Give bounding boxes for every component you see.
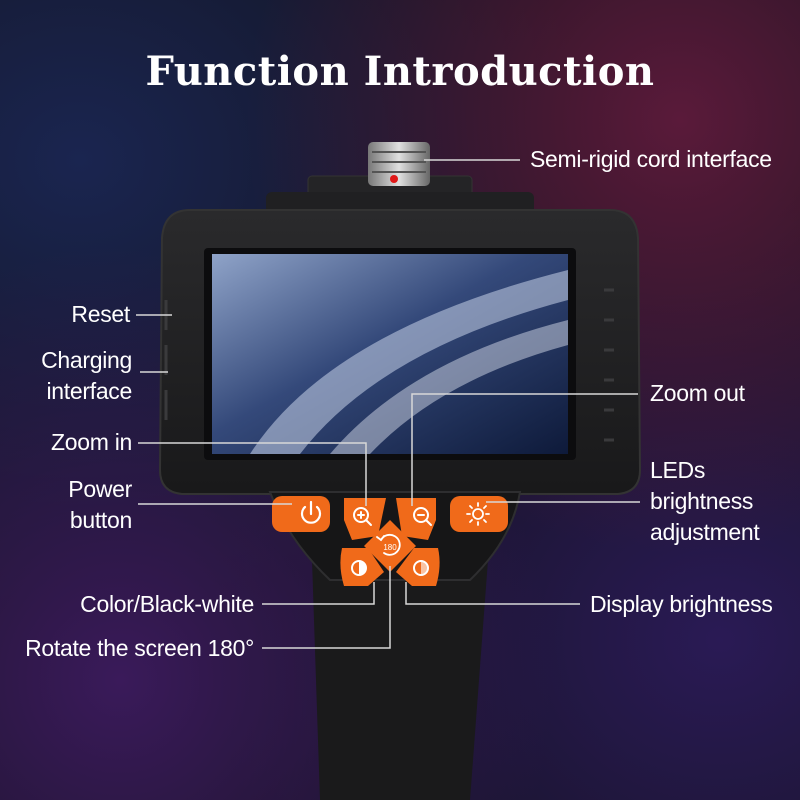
label-leds-3: adjustment bbox=[650, 519, 760, 545]
leader-rotate bbox=[262, 566, 391, 649]
label-power-2: button bbox=[69, 507, 132, 533]
zoom-in-button[interactable] bbox=[344, 498, 386, 540]
label-leds-1: LEDs bbox=[650, 457, 706, 483]
rotate-glyph: 180 bbox=[383, 543, 397, 552]
display-brightness-button[interactable] bbox=[396, 548, 440, 586]
leader-zoom-in bbox=[138, 442, 367, 506]
label-zoom-in: Zoom in bbox=[51, 429, 132, 455]
power-icon bbox=[300, 500, 322, 524]
brightness-icon bbox=[413, 560, 429, 576]
leader-display bbox=[405, 582, 580, 605]
leader-zoom-out bbox=[411, 393, 638, 506]
leds-brightness-button[interactable] bbox=[450, 496, 508, 532]
label-charging-2: interface bbox=[46, 378, 132, 404]
zoom-in-icon bbox=[353, 507, 372, 526]
label-cord-interface: Semi-rigid cord interface bbox=[530, 146, 772, 172]
contrast-icon bbox=[351, 560, 367, 576]
label-zoom-out: Zoom out bbox=[650, 380, 745, 406]
label-display-brightness: Display brightness bbox=[590, 591, 773, 617]
connector-plug bbox=[368, 142, 430, 186]
right-side-grip bbox=[604, 288, 614, 442]
rotate-button[interactable] bbox=[364, 520, 416, 572]
zoom-out-icon bbox=[413, 507, 432, 526]
connector-red-dot bbox=[390, 175, 398, 183]
label-color-bw: Color/Black-white bbox=[80, 591, 254, 617]
label-power-1: Power bbox=[68, 476, 132, 502]
sun-icon bbox=[466, 502, 490, 526]
leader-color bbox=[262, 582, 375, 605]
label-rotate: Rotate the screen 180° bbox=[25, 635, 254, 661]
page-title: Function Introduction bbox=[145, 48, 655, 95]
leader-lines bbox=[136, 159, 640, 649]
label-charging-1: Charging bbox=[41, 347, 132, 373]
label-leds-2: brightness bbox=[650, 488, 754, 514]
rotate-icon bbox=[376, 533, 401, 556]
device-handle bbox=[312, 560, 488, 800]
label-reset: Reset bbox=[71, 301, 130, 327]
